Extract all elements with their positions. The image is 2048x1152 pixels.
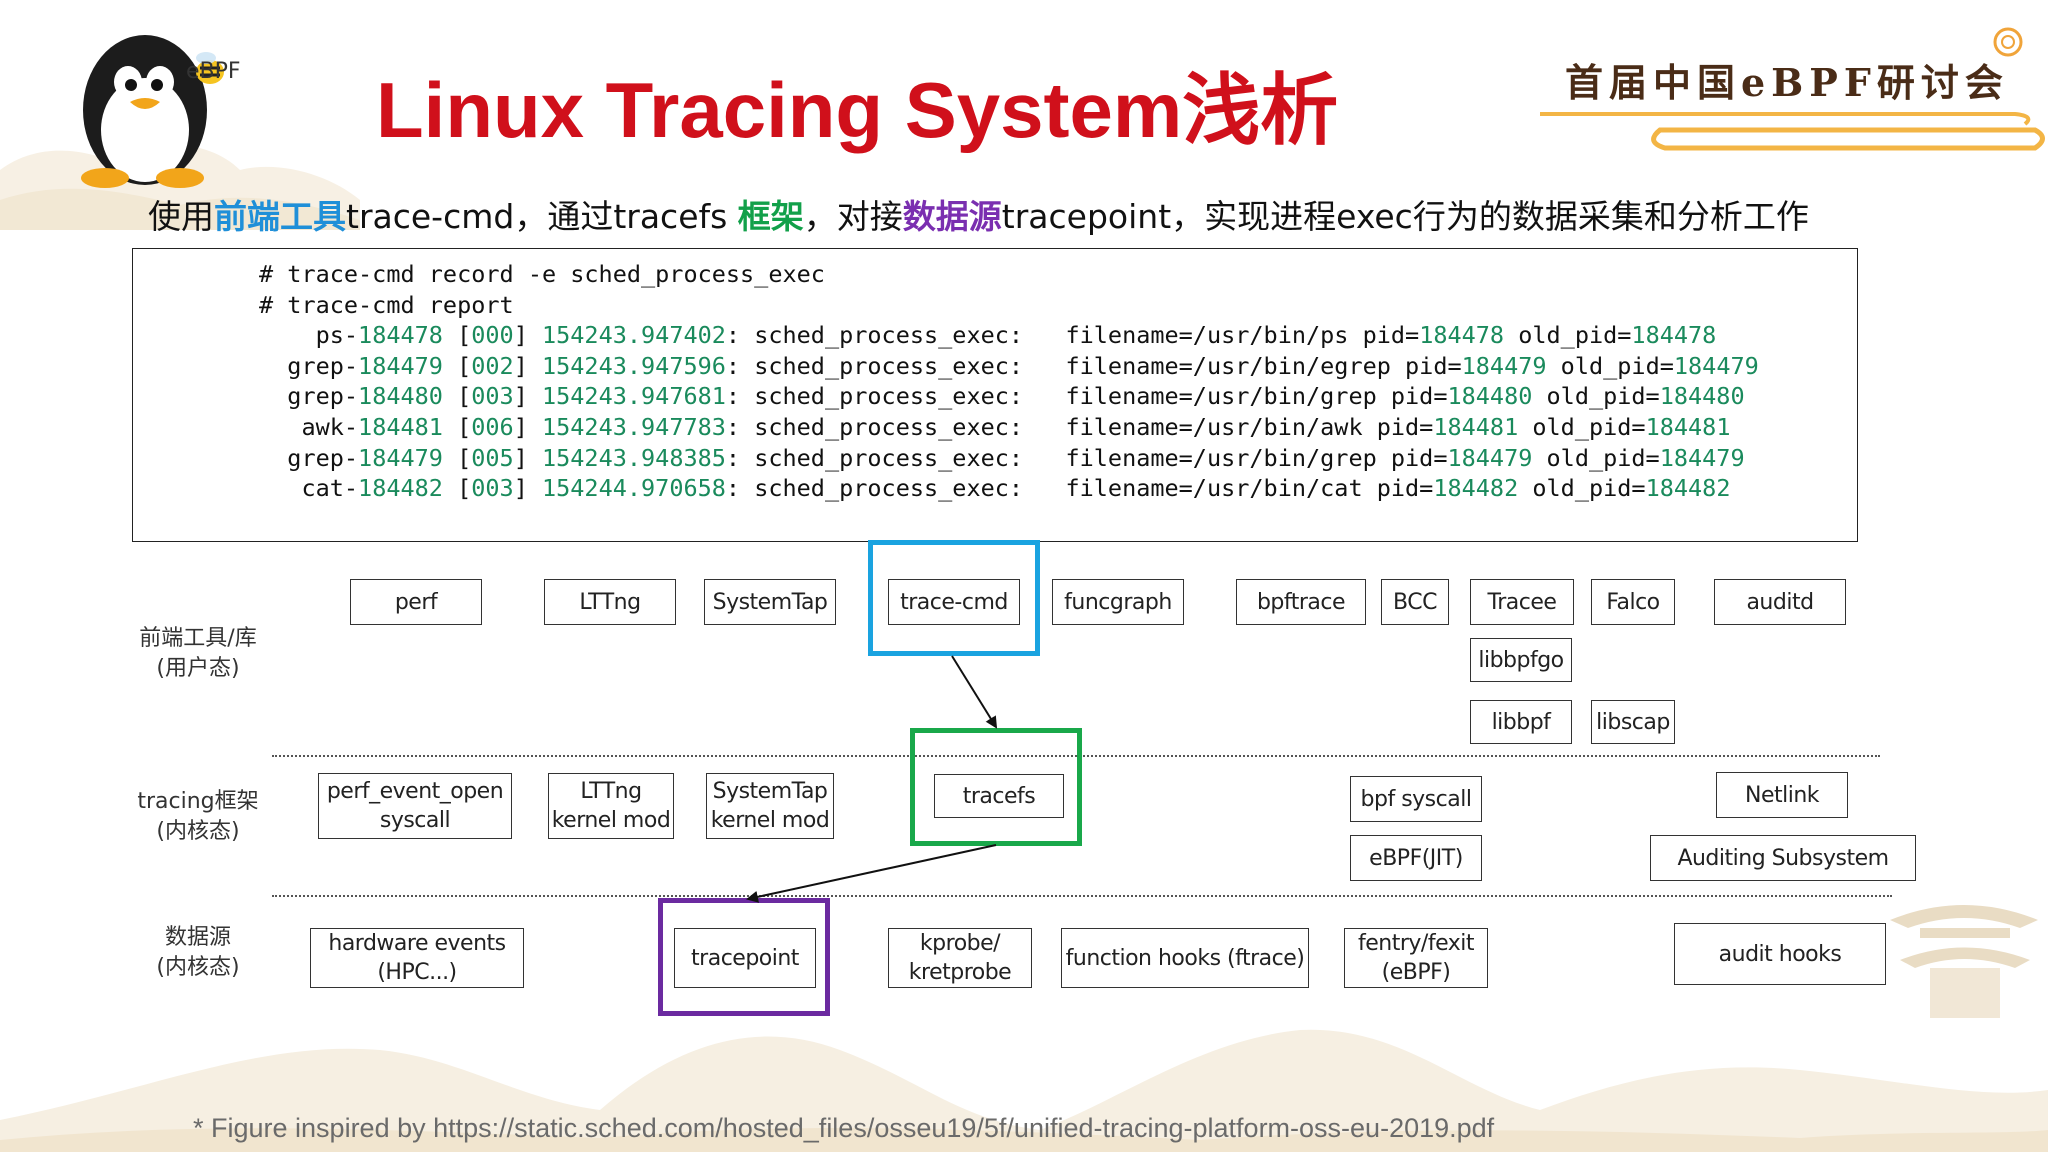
mountain-decoration bbox=[0, 1029, 2048, 1152]
tool-tracee: Tracee bbox=[1470, 579, 1574, 625]
layer-label-frontend: 前端工具/库 (用户态) bbox=[139, 626, 257, 681]
pavilion-decoration bbox=[1890, 905, 2038, 1018]
source-hardware-events: hardware events (HPC...) bbox=[310, 928, 524, 988]
framework-perf-event-open: perf_event_open syscall bbox=[318, 773, 512, 839]
ebpf-penguin-logo: eBPF bbox=[81, 35, 241, 188]
tool-auditd: auditd bbox=[1714, 579, 1846, 625]
framework-ebpf-jit: eBPF(JIT) bbox=[1350, 835, 1482, 881]
row-timestamp: 154243.947681 bbox=[541, 382, 726, 411]
row-pid: 184479 bbox=[358, 443, 443, 472]
framework-lttng-kernel-mod: LTTng kernel mod bbox=[548, 773, 674, 839]
arrow-trace-cmd-to-tracefs bbox=[951, 655, 998, 729]
row-timestamp: 154243.948385 bbox=[541, 443, 726, 472]
row-cpu: 000 bbox=[471, 321, 514, 350]
framework-systemtap-kernel-mod: SystemTap kernel mod bbox=[706, 773, 834, 839]
layer-label-source: 数据源 (内核态) bbox=[156, 925, 240, 980]
row-old-pid-value: 184479 bbox=[1659, 443, 1745, 472]
layer-separator bbox=[272, 895, 1892, 897]
highlight-frame-tracefs bbox=[910, 728, 1082, 846]
row-pid: 184480 bbox=[358, 382, 443, 411]
highlight-frontend-tool: 前端工具 bbox=[214, 197, 346, 236]
source-fentry-fexit: fentry/fexit (eBPF) bbox=[1344, 928, 1488, 988]
row-comm: grep- bbox=[259, 443, 359, 472]
row-pid: 184481 bbox=[358, 412, 443, 441]
framework-bpf-syscall: bpf syscall bbox=[1350, 776, 1482, 822]
tool-bcc: BCC bbox=[1381, 579, 1449, 625]
conference-name: 首届中国eBPF研讨会 bbox=[1565, 60, 2009, 105]
row-comm: grep- bbox=[259, 351, 359, 380]
row-timestamp: 154244.970658 bbox=[541, 474, 726, 503]
row-pid-value: 184478 bbox=[1419, 321, 1505, 350]
row-timestamp: 154243.947783 bbox=[541, 412, 726, 441]
terminal-output: # trace-cmd record -e sched_process_exec… bbox=[132, 248, 1858, 542]
framework-tracefs: tracefs bbox=[934, 774, 1064, 818]
framework-auditing-subsystem: Auditing Subsystem bbox=[1650, 835, 1916, 881]
tool-perf: perf bbox=[350, 579, 482, 625]
terminal-command: # trace-cmd report bbox=[259, 290, 514, 319]
arrow-tracefs-to-tracepoint bbox=[746, 844, 997, 903]
row-old-pid-value: 184482 bbox=[1645, 474, 1731, 503]
tool-bpftrace: bpftrace bbox=[1236, 579, 1366, 625]
highlight-frame-trace-cmd bbox=[868, 540, 1040, 656]
tool-lttng: LTTng bbox=[544, 579, 676, 625]
row-pid-value: 184479 bbox=[1447, 443, 1533, 472]
highlight-framework: 框架 bbox=[737, 197, 804, 236]
row-old-pid-value: 184481 bbox=[1645, 412, 1731, 441]
tool-systemtap: SystemTap bbox=[704, 579, 836, 625]
row-cpu: 003 bbox=[471, 474, 514, 503]
framework-netlink: Netlink bbox=[1716, 772, 1848, 818]
tool-funcgraph: funcgraph bbox=[1052, 579, 1184, 625]
row-comm: cat- bbox=[259, 474, 359, 503]
row-cpu: 003 bbox=[471, 382, 514, 411]
row-pid-value: 184481 bbox=[1433, 412, 1519, 441]
source-tracepoint: tracepoint bbox=[674, 928, 816, 988]
row-old-pid-value: 184479 bbox=[1673, 351, 1759, 380]
layer-label-framework: tracing框架 (内核态) bbox=[137, 789, 259, 844]
row-old-pid-value: 184480 bbox=[1659, 382, 1745, 411]
row-timestamp: 154243.947402 bbox=[541, 321, 726, 350]
highlight-frame-tracepoint bbox=[658, 898, 830, 1016]
conference-banner-decoration bbox=[1540, 27, 2045, 151]
row-pid: 184478 bbox=[358, 321, 443, 350]
page-title: Linux Tracing System浅析 bbox=[376, 66, 1339, 154]
terminal-text: # trace-cmd record -e sched_process_exec… bbox=[259, 260, 1759, 503]
source-audit-hooks: audit hooks bbox=[1674, 923, 1886, 985]
tool-trace-cmd: trace-cmd bbox=[888, 579, 1020, 625]
row-pid-value: 184482 bbox=[1433, 474, 1519, 503]
footnote: * Figure inspired by https://static.sche… bbox=[193, 1113, 1495, 1143]
row-cpu: 005 bbox=[471, 443, 514, 472]
terminal-command: # trace-cmd record -e sched_process_exec bbox=[259, 260, 825, 288]
row-comm: ps- bbox=[259, 321, 359, 350]
tool-libbpf: libbpf bbox=[1470, 700, 1572, 744]
tool-libscap: libscap bbox=[1591, 700, 1675, 744]
tool-falco: Falco bbox=[1591, 579, 1675, 625]
logo-text: eBPF bbox=[186, 59, 241, 84]
tool-libbpfgo: libbpfgo bbox=[1470, 638, 1572, 682]
source-function-hooks: function hooks (ftrace) bbox=[1061, 928, 1309, 988]
row-pid-value: 184480 bbox=[1447, 382, 1533, 411]
row-pid: 184482 bbox=[358, 474, 443, 503]
source-kprobe: kprobe/ kretprobe bbox=[888, 928, 1032, 988]
layer-separator bbox=[272, 755, 1880, 757]
subtitle: 使用前端工具trace-cmd，通过tracefs 框架，对接数据源tracep… bbox=[148, 197, 1809, 236]
row-comm: grep- bbox=[259, 382, 359, 411]
row-timestamp: 154243.947596 bbox=[541, 351, 726, 380]
row-old-pid-value: 184478 bbox=[1631, 321, 1717, 350]
row-comm: awk- bbox=[259, 412, 359, 441]
row-cpu: 002 bbox=[471, 351, 514, 380]
highlight-data-source: 数据源 bbox=[902, 197, 1002, 236]
row-pid: 184479 bbox=[358, 351, 443, 380]
row-pid-value: 184479 bbox=[1461, 351, 1547, 380]
row-cpu: 006 bbox=[471, 412, 514, 441]
